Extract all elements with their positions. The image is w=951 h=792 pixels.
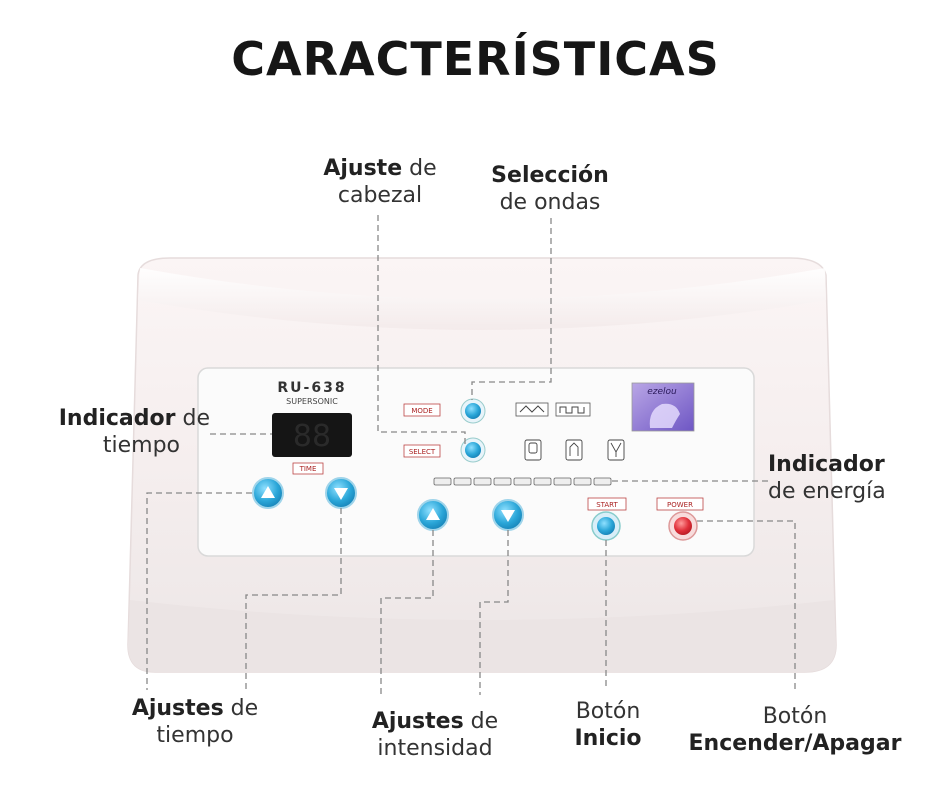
callout-boton-inicio: Botón Inicio [574, 699, 642, 751]
time-up-button[interactable] [252, 477, 284, 509]
head-probe-icon-1 [524, 439, 542, 461]
callout-indicador-tiempo: Indicador de tiempo [58, 406, 210, 458]
callout-ajustes-intensidad: Ajustes de intensidad [371, 709, 499, 761]
time-down-button[interactable] [325, 477, 357, 509]
callout-seleccion-ondas: Selección de ondas [491, 163, 609, 215]
energy-indicator [433, 477, 612, 486]
page-title: CARACTERÍSTICAS [231, 32, 720, 86]
up-arrow-icon [261, 486, 275, 498]
time-display [272, 413, 352, 457]
time-label: TIME [299, 465, 317, 473]
up-arrow-icon [426, 508, 440, 520]
intensity-up-button[interactable] [417, 499, 449, 531]
power-button[interactable] [668, 511, 698, 541]
logo-script: ezelou [647, 387, 677, 397]
head-probe-icon-2 [565, 439, 583, 461]
callout-ajuste-cabezal: Ajuste de cabezal [323, 156, 437, 208]
callout-indicador-energia: Indicador de energía [768, 452, 886, 504]
mode-button[interactable] [460, 398, 486, 424]
callout-ajustes-tiempo: Ajustes de tiempo [131, 696, 259, 748]
select-label: SELECT [409, 448, 436, 456]
device-top-lip [138, 268, 826, 330]
display-digits: 88 [293, 419, 331, 454]
down-arrow-icon [501, 510, 515, 522]
head-probe-icon-3 [607, 439, 625, 461]
callout-boton-encender: Botón Encender/Apagar [688, 704, 902, 756]
start-label: START [596, 501, 618, 509]
triangle-wave-icon [515, 402, 549, 417]
select-button[interactable] [460, 437, 486, 463]
power-label: POWER [667, 501, 693, 509]
mode-label: MODE [411, 407, 432, 415]
brand-logo: ezelou [631, 382, 695, 432]
leader-lines [146, 215, 796, 695]
model-subtitle: SUPERSONIC [286, 397, 338, 406]
intensity-down-button[interactable] [492, 499, 524, 531]
start-button[interactable] [591, 511, 621, 541]
square-wave-icon [555, 402, 591, 417]
down-arrow-icon [334, 488, 348, 500]
model-label: RU-638 [277, 380, 346, 396]
